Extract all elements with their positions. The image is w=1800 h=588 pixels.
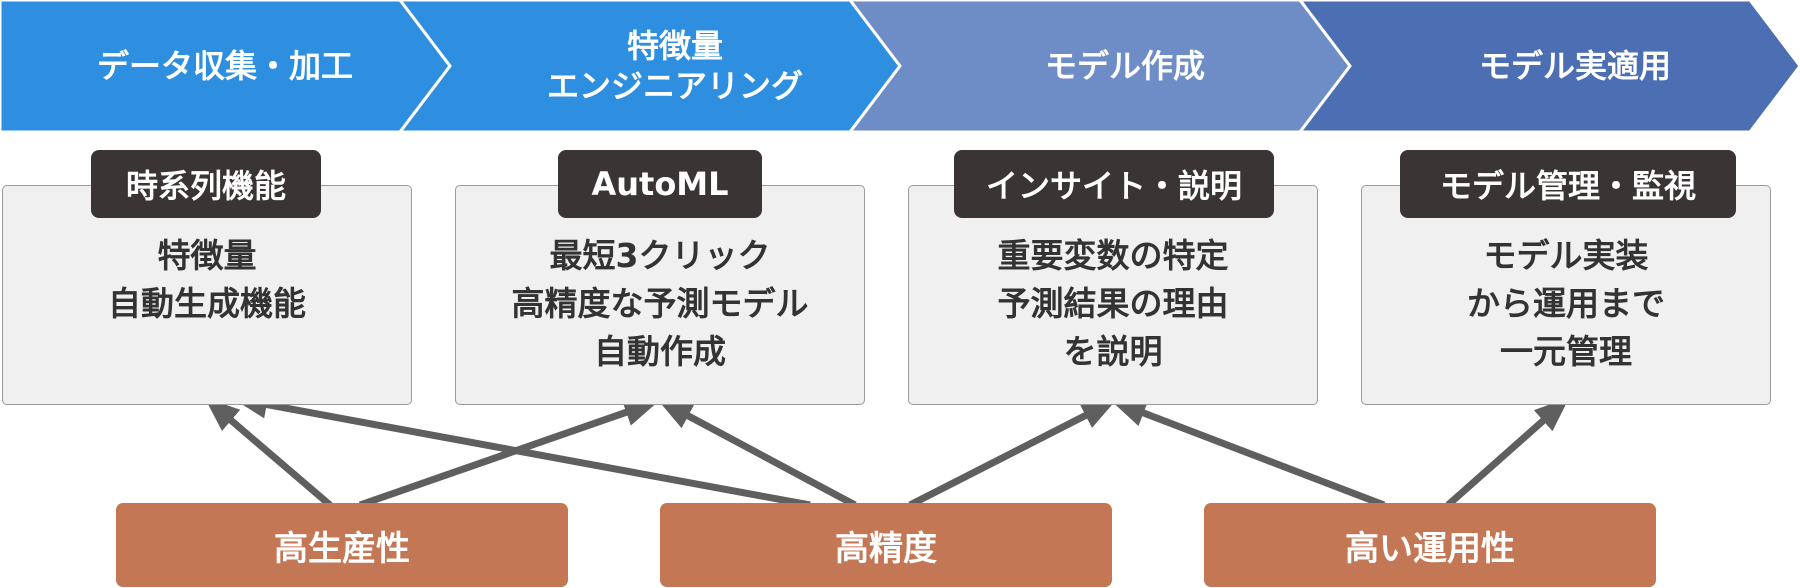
benefit-badge-accuracy: 高精度 [660, 503, 1112, 587]
arrow-operability-to-insight [1110, 399, 1386, 509]
step-label-model-deployment: モデル実適用 [1478, 47, 1671, 85]
card-body-time-series: 特徴量 自動生成機能 [108, 236, 306, 323]
card-title-model-management: モデル管理・監視 [1400, 150, 1736, 218]
benefit-badge-productivity: 高生産性 [116, 503, 568, 587]
step-label-model-building: モデル作成 [1044, 47, 1205, 85]
step-label-feature-engineering: 特徴量 エンジニアリング [546, 27, 803, 105]
arrow-accuracy-to-automl [657, 399, 857, 509]
arrow-accuracy-to-time-series [232, 390, 811, 509]
card-title-time-series: 時系列機能 [91, 150, 321, 218]
feature-card-insight [908, 185, 1318, 405]
card-body-model-management: モデル実装 から運用まで 一元管理 [1467, 236, 1665, 371]
step-label-data-collection: データ収集・加工 [96, 47, 353, 85]
card-title-insight: インサイト・説明 [954, 150, 1274, 218]
benefit-badge-operability: 高い運用性 [1204, 503, 1656, 587]
feature-card-model-management [1361, 185, 1771, 405]
card-body-insight: 重要変数の特定 予測結果の理由 を説明 [997, 236, 1229, 371]
chevron-model-deployment [1296, 0, 1800, 134]
card-body-automl: 最短3クリック 高精度な予測モデル 自動作成 [511, 236, 809, 371]
arrow-productivity-to-automl [358, 399, 660, 509]
arrow-accuracy-to-insight [908, 399, 1117, 509]
feature-card-automl [455, 185, 865, 405]
arrow-productivity-to-time-series [204, 397, 333, 508]
card-title-automl: AutoML [558, 150, 762, 218]
arrow-operability-to-management [1445, 397, 1570, 508]
feature-card-time-series [2, 185, 412, 405]
